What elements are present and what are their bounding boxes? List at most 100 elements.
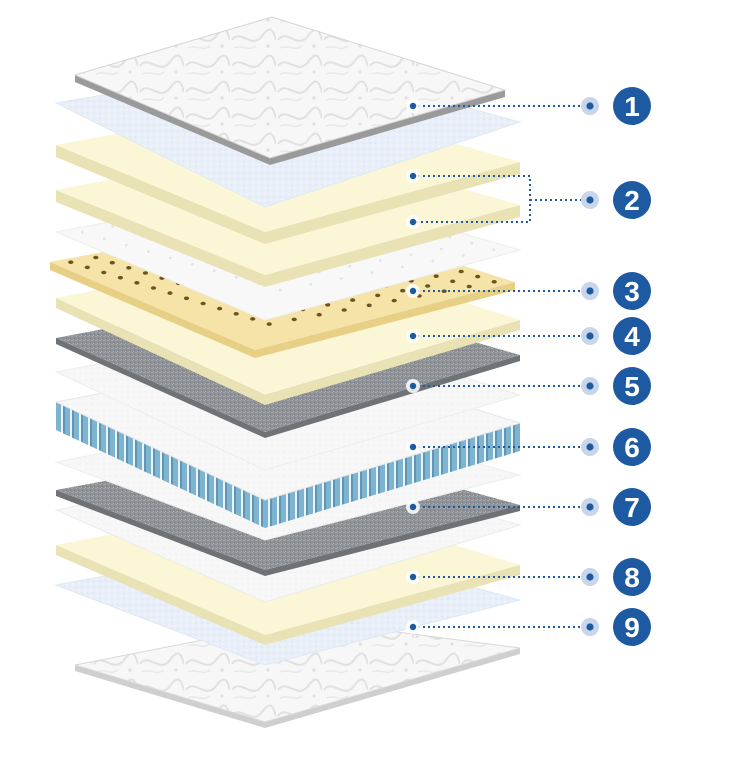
white-sheet-hole [190, 262, 194, 266]
anchor-dot [409, 503, 417, 511]
leader-5 [406, 377, 599, 395]
latex-hole [101, 270, 107, 275]
white-sheet-hole [124, 243, 128, 247]
badge-circle [613, 608, 651, 646]
layer-8-foam-edge [56, 545, 520, 645]
latex-hole [466, 284, 472, 289]
leader-end-dot [586, 503, 594, 511]
leader-6 [406, 438, 599, 456]
badge-number: 4 [624, 321, 640, 352]
layer-2-foam-lower-edge [56, 190, 520, 287]
latex-hole [109, 260, 115, 265]
white-sheet-hole [309, 282, 313, 286]
badge-circle [613, 558, 651, 596]
white-sheet-hole [278, 288, 282, 292]
layer-stack [50, 16, 522, 728]
white-sheet-hole [102, 237, 106, 241]
latex-hole [475, 274, 481, 279]
white-sheet-hole [348, 264, 352, 268]
leader-8 [406, 568, 599, 586]
badge-number: 3 [624, 276, 640, 307]
white-sheet-hole [111, 225, 115, 229]
layer-badge-7: 7 [613, 488, 651, 526]
white-sheet-hole [234, 275, 238, 279]
layer-badge-8: 8 [613, 558, 651, 596]
latex-hole [217, 306, 223, 311]
badge-number: 7 [624, 492, 640, 523]
leader-end-dot [586, 102, 594, 110]
white-sheet-hole [492, 248, 496, 252]
layer-1-quilt-edge [75, 75, 505, 165]
badge-number: 2 [624, 185, 640, 216]
latex-hole [134, 281, 140, 285]
leader-3 [406, 282, 599, 300]
anchor-dot [409, 172, 417, 180]
layer-badge-3: 3 [613, 272, 651, 310]
leader-2 [406, 169, 599, 229]
latex-hole [458, 269, 464, 274]
anchor-dot [409, 443, 417, 451]
white-sheet-hole [400, 265, 404, 269]
anchor-dot [409, 332, 417, 340]
leader-end-dot [586, 196, 594, 204]
anchor-dot [409, 573, 417, 581]
latex-hole [167, 291, 173, 295]
latex-hole [316, 312, 322, 317]
layer-badge-5: 5 [613, 367, 651, 405]
latex-hole [400, 288, 406, 293]
latex-hole [126, 266, 132, 270]
white-sheet-hole [378, 259, 382, 262]
white-sheet-hole [439, 247, 443, 251]
leader-9 [406, 618, 599, 636]
latex-hole [341, 308, 347, 312]
layer-4-foam-edge [56, 298, 520, 405]
badge-number: 6 [624, 432, 640, 463]
white-sheet-hole [212, 269, 216, 273]
latex-hole [433, 274, 439, 279]
layer-5-felt-edge [56, 338, 520, 438]
leader-end-dot [586, 623, 594, 631]
anchor-dot [409, 218, 417, 226]
leader-7 [406, 498, 599, 516]
white-sheet-hole [370, 271, 374, 275]
white-sheet-hole [80, 230, 84, 234]
white-sheet-hole [461, 254, 465, 257]
anchor-dot [409, 102, 417, 110]
leader-1 [406, 97, 599, 115]
layer-1-quilt-top [73, 16, 507, 159]
layer-1-quilt [73, 16, 507, 165]
layer-3-latex-edge [50, 262, 515, 358]
latex-hole [450, 279, 456, 284]
latex-hole [375, 293, 381, 298]
badge-circle [613, 317, 651, 355]
layer-2-foam-upper-edge [56, 145, 520, 244]
badge-circle [613, 181, 651, 219]
leader-end-dot [586, 443, 594, 451]
latex-hole [425, 284, 431, 288]
latex-hole [366, 303, 372, 308]
latex-hole [84, 265, 90, 270]
badge-circle [613, 488, 651, 526]
latex-hole [142, 271, 148, 275]
layer-badge-9: 9 [613, 608, 651, 646]
leader-end-dot [586, 382, 594, 390]
layer-7-felt-edge [56, 490, 520, 576]
latex-hole [93, 255, 99, 260]
layer-badge-2: 2 [613, 181, 651, 219]
latex-hole [250, 317, 256, 321]
layer-badge-6: 6 [613, 428, 651, 466]
badge-number: 9 [624, 612, 640, 643]
anchor-dot [409, 623, 417, 631]
latex-hole [291, 317, 297, 322]
anchor-dot [409, 287, 417, 295]
badge-circle [613, 272, 651, 310]
springs-front-left [56, 402, 265, 528]
white-sheet-hole [146, 250, 150, 253]
layer-badge-4: 4 [613, 317, 651, 355]
anchor-dot [409, 382, 417, 390]
leader-4 [406, 327, 599, 345]
latex-hole [150, 286, 157, 290]
latex-hole [491, 280, 497, 284]
